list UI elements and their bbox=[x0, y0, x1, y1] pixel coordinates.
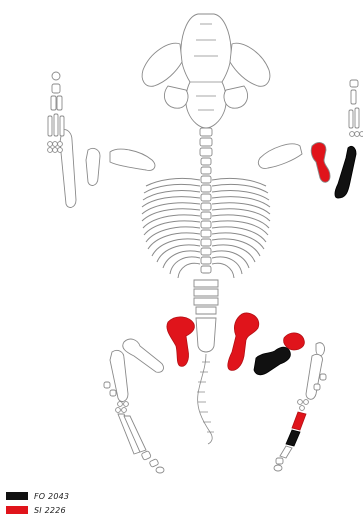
right-humerus-red bbox=[311, 143, 330, 183]
legend-label: FO 2043 bbox=[34, 492, 69, 501]
skull bbox=[142, 14, 270, 128]
right-femur-head-red bbox=[284, 333, 305, 350]
right-forelimb bbox=[258, 80, 363, 198]
right-patella bbox=[316, 343, 325, 356]
left-humerus bbox=[86, 148, 100, 185]
legend: FO 2043 SI 2226 bbox=[6, 489, 69, 517]
left-scapula bbox=[110, 149, 155, 170]
right-metatarsal-red bbox=[292, 412, 306, 430]
left-zygomatic bbox=[164, 86, 188, 108]
left-hindlimb bbox=[104, 339, 164, 473]
left-mandible bbox=[142, 43, 182, 86]
right-mandible bbox=[230, 43, 270, 86]
sacrum bbox=[196, 318, 216, 352]
right-scapula bbox=[258, 144, 302, 168]
tail bbox=[198, 354, 213, 444]
left-innominate-red bbox=[167, 317, 194, 366]
legend-swatch-black bbox=[6, 492, 28, 500]
left-femur bbox=[123, 339, 164, 372]
right-zygomatic bbox=[224, 86, 248, 108]
legend-item-si-2226: SI 2226 bbox=[6, 503, 69, 517]
left-radius-ulna bbox=[60, 130, 76, 208]
legend-swatch-red bbox=[6, 506, 28, 514]
right-hindlimb bbox=[254, 333, 326, 471]
right-metatarsal-black bbox=[286, 430, 300, 446]
left-forelimb bbox=[48, 72, 155, 207]
vertebral-column bbox=[194, 128, 218, 314]
legend-item-fo-2043: FO 2043 bbox=[6, 489, 69, 503]
sacrum-tail bbox=[196, 318, 216, 444]
legend-label: SI 2226 bbox=[34, 506, 66, 515]
right-radius-ulna-black bbox=[335, 146, 356, 198]
right-femur-black bbox=[254, 347, 290, 375]
cranium bbox=[181, 14, 231, 128]
right-innominate-red bbox=[228, 313, 259, 370]
